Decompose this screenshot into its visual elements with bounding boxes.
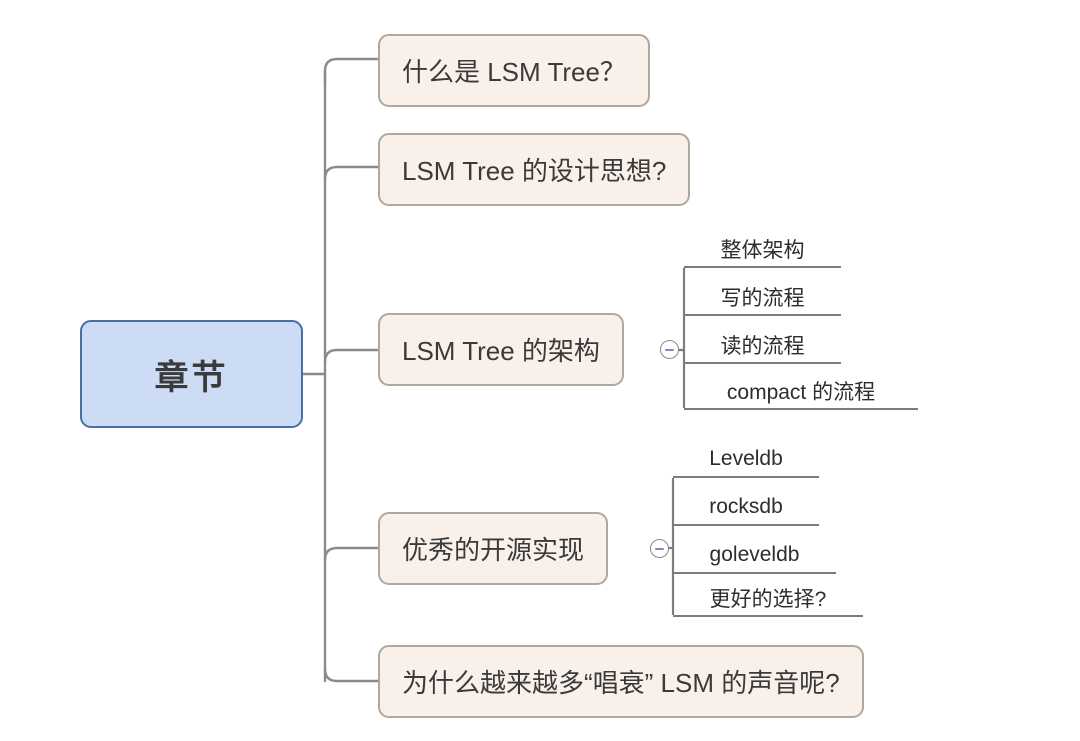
root-node-label: 章节: [154, 358, 229, 397]
leaf-item-write-flow[interactable]: 写的流程: [684, 282, 841, 316]
leaf-item-read-flow[interactable]: 读的流程: [684, 330, 841, 364]
edge-to-branch-2: [323, 165, 380, 181]
leaf-item-label: rocksdb: [709, 495, 783, 518]
leaf-item-leveldb[interactable]: Leveldb: [673, 444, 819, 478]
leaf-item-goleveldb[interactable]: goleveldb: [673, 540, 836, 574]
branch-node-design-philosophy[interactable]: LSM Tree 的设计思想?: [378, 133, 691, 206]
root-node[interactable]: 章节: [80, 320, 303, 428]
leaf-item-label: 写的流程: [720, 287, 805, 310]
edge-to-branch-5: [323, 667, 380, 683]
edge-to-branch-4: [323, 546, 380, 562]
collapse-toggle-architecture[interactable]: [660, 340, 679, 359]
leaf-item-rocksdb[interactable]: rocksdb: [673, 492, 819, 526]
leaf-item-label: 整体架构: [720, 239, 805, 262]
leaf-item-label: Leveldb: [709, 447, 783, 470]
branch-node-architecture[interactable]: LSM Tree 的架构: [378, 313, 624, 386]
leaf-item-label: 更好的选择?: [709, 588, 827, 611]
branch-node-label: LSM Tree 的架构: [402, 336, 600, 366]
branch-node-label: 为什么越来越多“唱衰” LSM 的声音呢?: [402, 668, 840, 698]
leaf-item-label: compact 的流程: [726, 381, 876, 404]
branch-node-label: LSM Tree 的设计思想?: [402, 156, 667, 186]
leaf-item-better-choice[interactable]: 更好的选择?: [673, 583, 863, 617]
leaf-item-compact-flow[interactable]: compact 的流程: [684, 376, 918, 410]
branch-node-label: 什么是 LSM Tree？: [402, 57, 626, 87]
branch-node-why-lsm-criticism[interactable]: 为什么越来越多“唱衰” LSM 的声音呢?: [378, 645, 864, 718]
branch-node-open-source-impl[interactable]: 优秀的开源实现: [378, 512, 609, 585]
edge-to-branch-1: [323, 57, 380, 85]
branch-node-label: 优秀的开源实现: [402, 535, 585, 565]
leaf-item-label: 读的流程: [720, 335, 805, 358]
edge-to-branch-3: [323, 348, 380, 364]
leaf-item-overall-architecture[interactable]: 整体架构: [684, 234, 841, 268]
branch-node-what-is-lsm-tree[interactable]: 什么是 LSM Tree？: [378, 34, 650, 107]
leaf-item-label: goleveldb: [709, 543, 800, 566]
collapse-toggle-open-source-impl[interactable]: [650, 539, 669, 558]
